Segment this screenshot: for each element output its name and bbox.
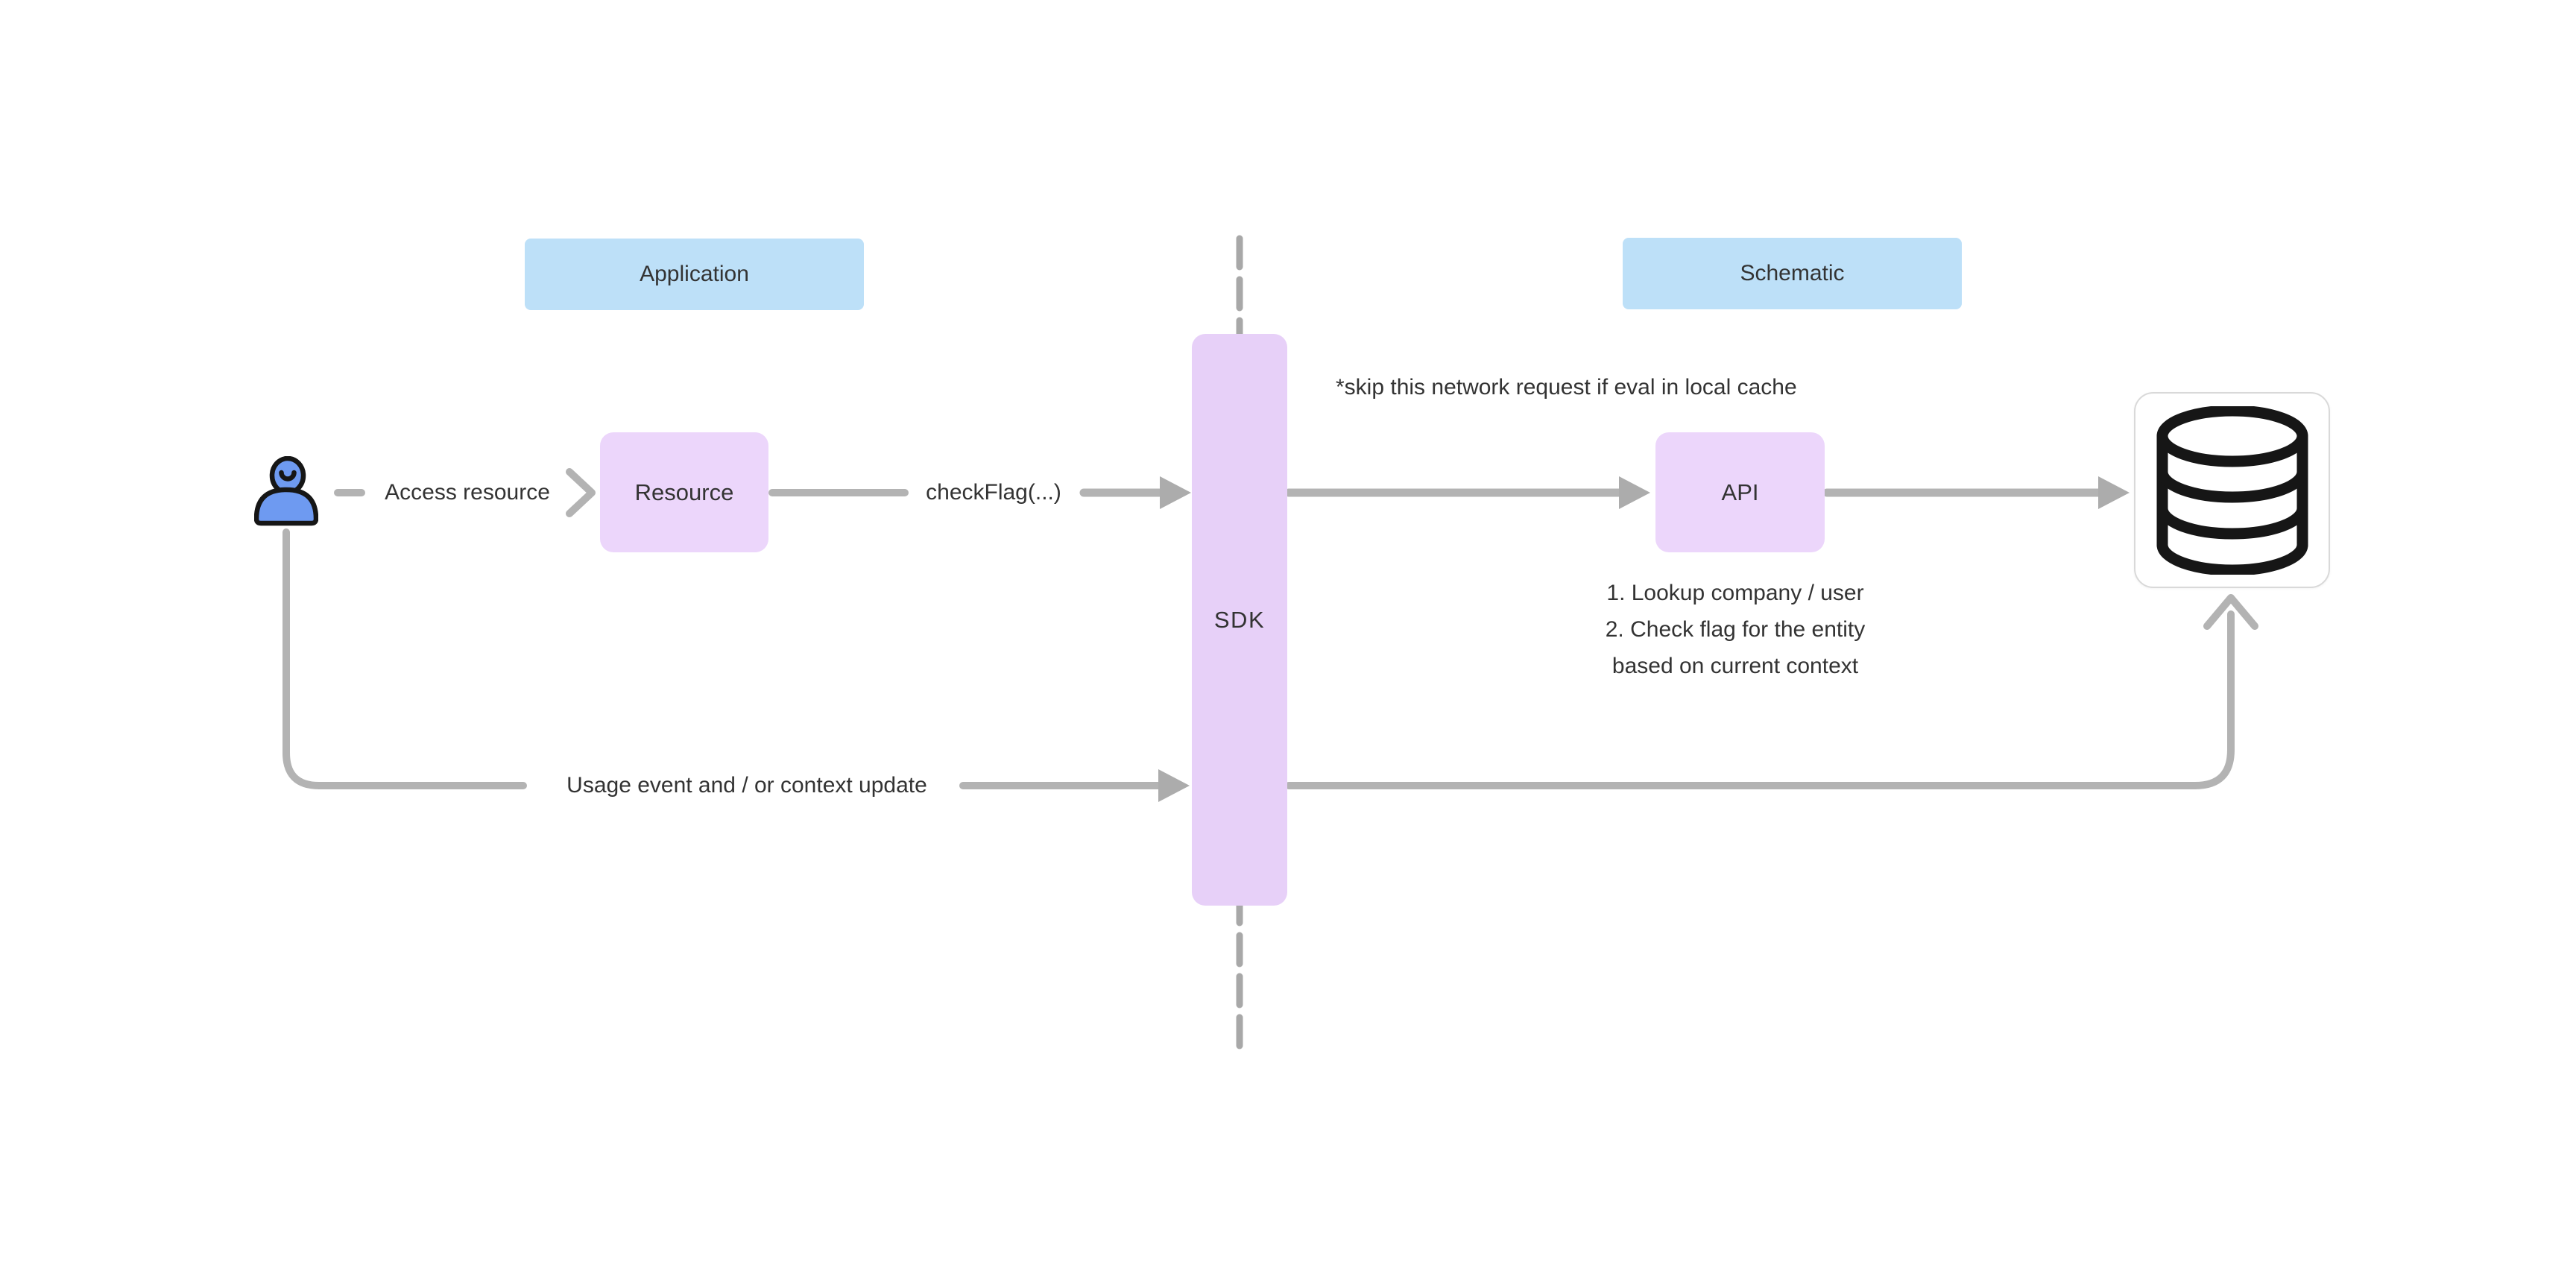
note-cache-skip: *skip this network request if eval in lo… [1336,375,1797,400]
edge-label-access-resource: Access resource [385,480,550,505]
api-steps: 1. Lookup company / user 2. Check flag f… [1568,575,1903,684]
section-label-application: Application [525,239,864,310]
edge-usage-arrowhead [1158,769,1190,802]
chevron-up-icon [2203,594,2258,630]
api-step-2-continued: based on current context [1611,654,1859,678]
edge-label-usage-event: Usage event and / or context update [566,773,927,798]
chevron-right-icon [566,468,596,517]
node-resource-label: Resource [634,479,734,505]
node-api-label: API [1721,479,1759,505]
api-step-2: 2. Check flag for the entity [1605,617,1866,642]
node-sdk-label: SDK [1213,606,1266,633]
edge-label-checkflag: checkFlag(...) [926,480,1061,505]
section-label-schematic-text: Schematic [1740,261,1845,285]
node-sdk: SDK [1192,334,1287,906]
database-icon [2156,405,2308,575]
node-api: API [1655,432,1825,552]
section-label-schematic: Schematic [1623,238,1962,309]
edge-checkflag-arrowhead [1160,476,1191,509]
edge-api-to-db-arrowhead [2098,476,2130,509]
section-label-application-text: Application [640,262,749,286]
edge-sdk-to-api-arrowhead [1619,476,1650,509]
node-resource: Resource [600,432,768,552]
person-icon [254,456,318,526]
database-card [2134,392,2330,588]
edge-user-to-usage-path [282,528,527,789]
api-step-1: 1. Lookup company / user [1606,581,1864,605]
